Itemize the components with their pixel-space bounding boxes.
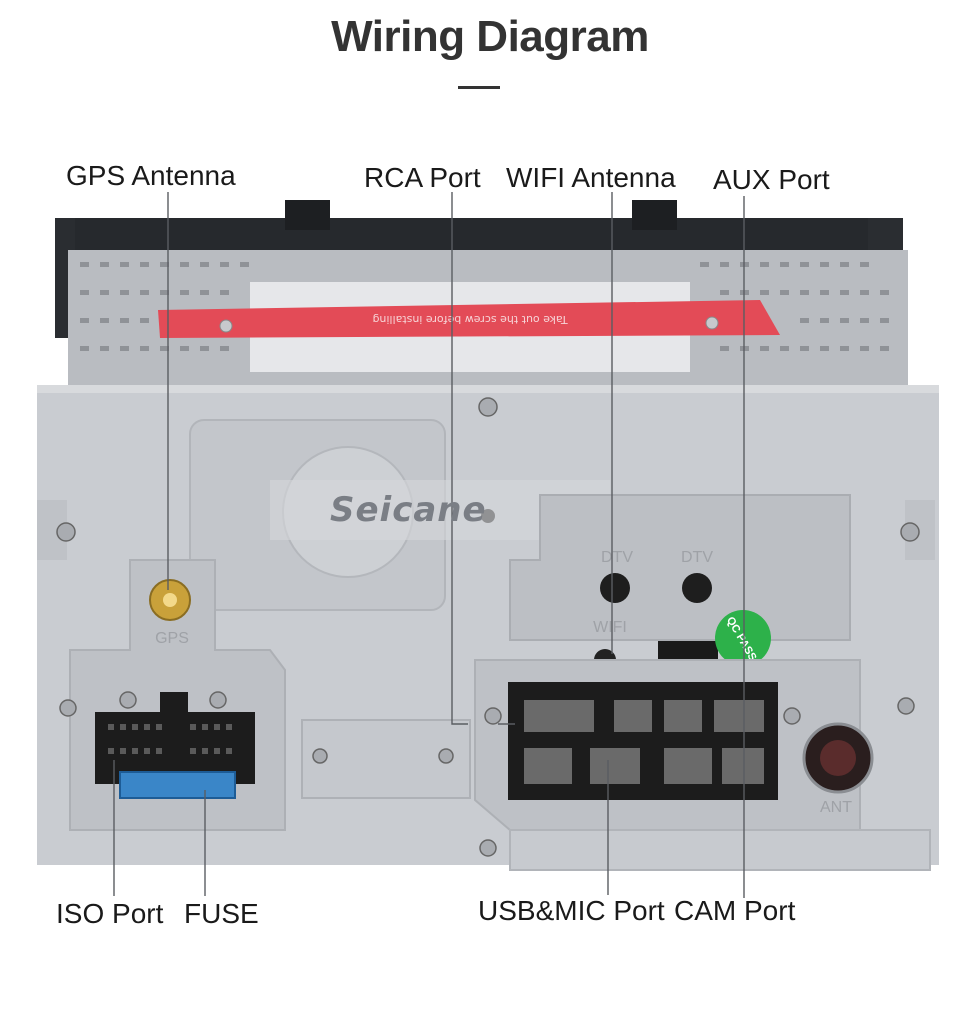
dtv-left-jack — [600, 573, 630, 603]
screw-icon — [900, 522, 920, 542]
callout-rca-port: RCA Port — [364, 162, 481, 193]
screw-icon — [312, 748, 328, 764]
callout-fuse: FUSE — [184, 898, 259, 929]
callout-aux-port: AUX Port — [713, 164, 830, 195]
dtv-right-label: DTV — [681, 549, 713, 566]
dtv-left-label: DTV — [601, 549, 633, 566]
ant-label: ANT — [820, 799, 852, 816]
screw-icon — [119, 691, 137, 709]
fuse — [119, 771, 236, 799]
seicane-watermark: Seicane — [330, 490, 487, 530]
screw-icon — [478, 397, 498, 417]
callout-iso-port: ISO Port — [56, 898, 164, 929]
screw-icon — [479, 839, 497, 857]
callout-usb-mic-port: USB&MIC Port — [478, 895, 665, 926]
screw-icon — [897, 697, 915, 715]
callout-wifi-antenna: WIFI Antenna — [506, 162, 676, 193]
wifi-label: WIFI — [593, 619, 627, 636]
warning-sticker — [158, 300, 780, 338]
diagram-title: Wiring Diagram — [331, 12, 649, 61]
callout-cam-port: CAM Port — [674, 895, 796, 926]
screw-icon — [59, 699, 77, 717]
qc-pass-badge — [715, 610, 771, 666]
leader-lines — [113, 192, 745, 898]
screw-icon — [783, 707, 801, 725]
callout-gps-antenna: GPS Antenna — [66, 160, 236, 191]
screw-icon — [209, 691, 227, 709]
screw-icon — [484, 707, 502, 725]
dtv-right-jack — [682, 573, 712, 603]
usb-slot — [658, 641, 718, 663]
sticker-text: Take out the screw before installing — [372, 313, 568, 326]
title-underline — [458, 86, 500, 89]
gps-label: GPS — [155, 630, 189, 647]
screw-icon — [438, 748, 454, 764]
screw-icon — [56, 522, 76, 542]
